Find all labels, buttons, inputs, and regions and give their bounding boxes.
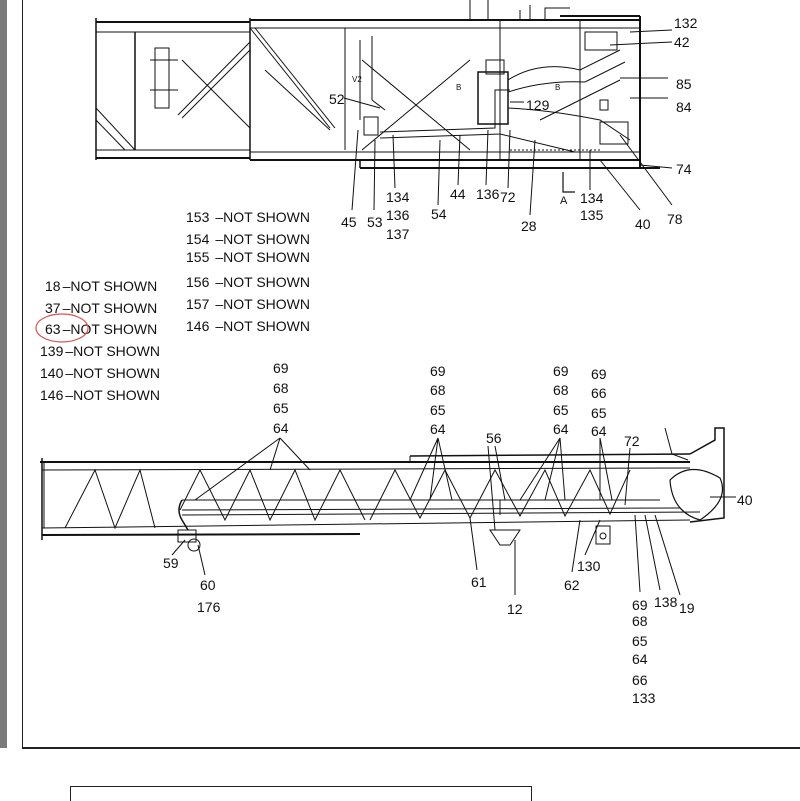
callout-64: 64 (591, 423, 607, 439)
callout-136-a: 136 (386, 207, 410, 223)
callout-135: 135 (580, 207, 604, 223)
callout-53: 53 (367, 214, 383, 230)
highlight-circle (35, 313, 89, 343)
view-marker-a: A (560, 195, 568, 207)
bottom-boom-assembly: 69 68 65 64 69 68 65 64 69 68 65 64 69 6… (40, 360, 753, 706)
callout-176: 176 (197, 599, 221, 615)
callout-45: 45 (341, 214, 357, 230)
callout-74: 74 (676, 161, 692, 177)
left-sidebar-bar (0, 0, 7, 748)
not-shown-item: 146–NOT SHOWN (40, 387, 160, 403)
callout-59: 59 (163, 555, 179, 571)
next-figure-box (70, 786, 532, 801)
not-shown-item: 18–NOT SHOWN (45, 278, 157, 294)
callout-134-a: 134 (386, 189, 410, 205)
callout-65: 65 (273, 400, 289, 416)
valve-label-v2: V2 (352, 75, 362, 84)
callout-64: 64 (430, 421, 446, 437)
not-shown-item: 146–NOT SHOWN (186, 318, 310, 334)
callout-19: 19 (679, 600, 695, 616)
callout-66: 66 (591, 385, 607, 401)
callout-134-b: 134 (580, 190, 604, 206)
callout-56: 56 (486, 430, 502, 446)
not-shown-list-right: 153–NOT SHOWN 154–NOT SHOWN 155–NOT SHOW… (186, 209, 310, 334)
frame-border-bottom (22, 747, 800, 749)
callout-69: 69 (632, 597, 648, 613)
callout-68: 68 (632, 613, 648, 629)
callout-68: 68 (430, 382, 446, 398)
callout-72: 72 (624, 433, 640, 449)
not-shown-list-left: 18–NOT SHOWN 37–NOT SHOWN 63–NOT SHOWN 1… (35, 278, 160, 403)
callout-69: 69 (553, 363, 569, 379)
callout-69: 69 (430, 363, 446, 379)
callout-28: 28 (521, 218, 537, 234)
callout-68: 68 (553, 382, 569, 398)
callout-84: 84 (676, 99, 692, 115)
callout-61: 61 (471, 574, 487, 590)
callout-66: 66 (632, 672, 648, 688)
callout-65: 65 (632, 633, 648, 649)
callout-64: 64 (273, 420, 289, 436)
callout-85: 85 (676, 76, 692, 92)
callout-65: 65 (430, 402, 446, 418)
callout-40-top: 40 (635, 216, 651, 232)
not-shown-item: 139–NOT SHOWN (40, 343, 160, 359)
callout-78: 78 (667, 211, 683, 227)
not-shown-item: 156–NOT SHOWN (186, 274, 310, 290)
not-shown-item: 140–NOT SHOWN (40, 365, 160, 381)
callout-65: 65 (553, 402, 569, 418)
callout-69: 69 (273, 360, 289, 376)
not-shown-item: 157–NOT SHOWN (186, 296, 310, 312)
callout-129: 129 (526, 97, 550, 113)
callout-68: 68 (273, 380, 289, 396)
callout-12: 12 (507, 601, 523, 617)
not-shown-item: 155–NOT SHOWN (186, 249, 310, 265)
callout-136-b: 136 (476, 186, 500, 202)
callout-65: 65 (591, 405, 607, 421)
view-marker-b2: B (555, 83, 560, 92)
not-shown-item: 37–NOT SHOWN (45, 300, 157, 316)
callout-64: 64 (553, 421, 569, 437)
top-assembly: 132 42 85 84 52 129 74 45 53 134 136 137… (95, 0, 698, 242)
callout-40: 40 (737, 492, 753, 508)
not-shown-item: 154–NOT SHOWN (186, 231, 310, 247)
callout-72-top: 72 (500, 189, 516, 205)
callout-138: 138 (654, 594, 678, 610)
callout-60: 60 (200, 577, 216, 593)
callout-54: 54 (431, 206, 447, 222)
callout-42: 42 (674, 34, 690, 50)
callout-69: 69 (591, 366, 607, 382)
view-marker-b1: B (456, 83, 461, 92)
callout-44: 44 (450, 186, 466, 202)
frame-border-left (22, 0, 23, 748)
not-shown-item: 153–NOT SHOWN (186, 209, 310, 225)
callout-132: 132 (674, 15, 698, 31)
callout-133: 133 (632, 690, 656, 706)
not-shown-item: 63–NOT SHOWN (45, 321, 157, 337)
callout-137: 137 (386, 226, 410, 242)
callout-62: 62 (564, 577, 580, 593)
callout-52: 52 (329, 91, 345, 107)
callout-64: 64 (632, 651, 648, 667)
callout-130: 130 (577, 558, 601, 574)
